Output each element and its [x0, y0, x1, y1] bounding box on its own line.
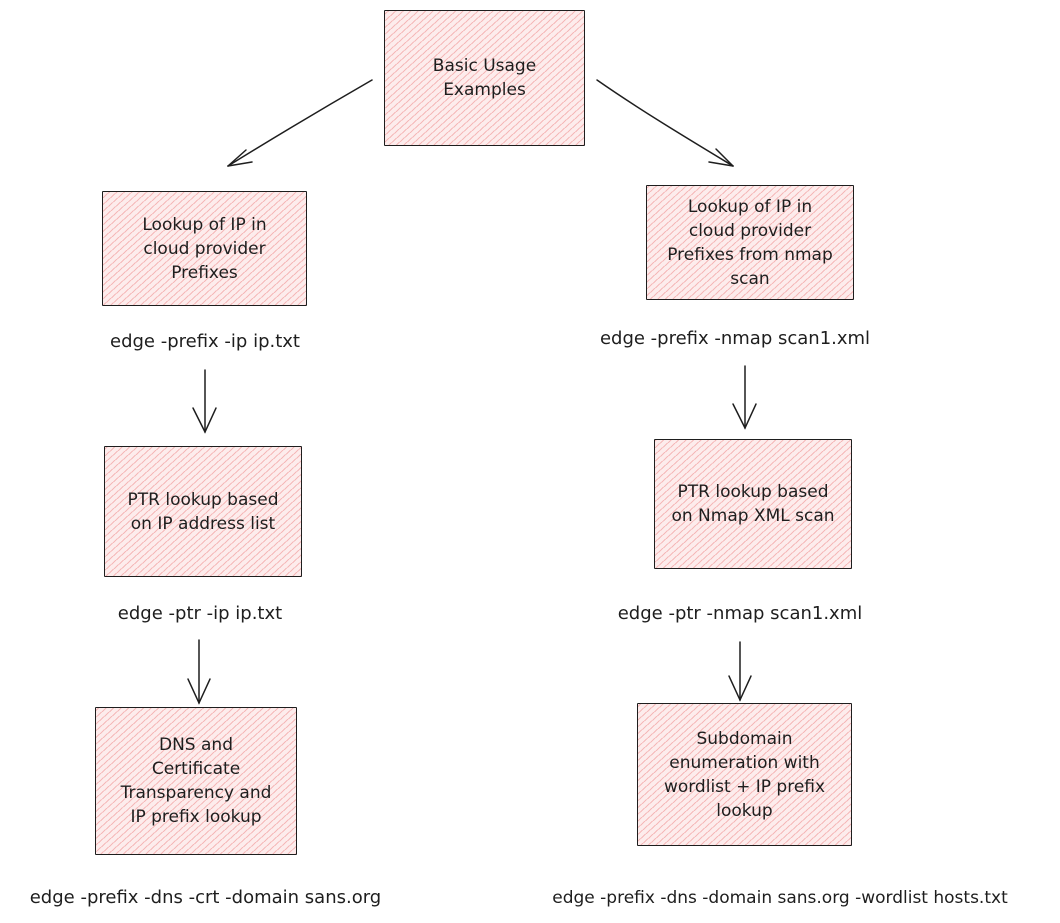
right-step-1-command: edge -prefix -nmap scan1.xml [599, 328, 871, 349]
left-step-1-command: edge -prefix -ip ip.txt [110, 331, 300, 352]
left-step-1-label: Lookup of IP in cloud provider Prefixes [142, 214, 267, 283]
right-step-1-box: Lookup of IP in cloud provider Prefixes … [646, 185, 854, 300]
arrow-right-2 [728, 641, 752, 702]
right-step-2-label: PTR lookup based on Nmap XML scan [671, 482, 835, 526]
arrow-root-to-right [596, 79, 734, 167]
arrow-right-1 [732, 365, 757, 430]
left-step-2-command: edge -ptr -ip ip.txt [117, 603, 283, 624]
right-step-3-command: edge -prefix -dns -domain sans.org -word… [552, 888, 1008, 908]
arrow-root-to-left [227, 79, 373, 167]
arrow-left-2 [187, 639, 211, 705]
arrow-left-1 [192, 369, 217, 434]
left-step-2-box: PTR lookup based on IP address list [104, 446, 302, 577]
right-step-2-command: edge -ptr -nmap scan1.xml [617, 603, 863, 624]
left-step-2-label: PTR lookup based on IP address list [127, 489, 279, 534]
right-step-1-label: Lookup of IP in cloud provider Prefixes … [667, 196, 833, 289]
left-step-1-box: Lookup of IP in cloud provider Prefixes [102, 191, 307, 306]
left-step-3-box: DNS and Certificate Transparency and IP … [95, 707, 297, 855]
right-step-2-box: PTR lookup based on Nmap XML scan [654, 439, 852, 569]
right-step-3-box: Subdomain enumeration with wordlist + IP… [637, 703, 852, 846]
right-step-3-label: Subdomain enumeration with wordlist + IP… [663, 728, 826, 821]
left-step-3-command: edge -prefix -dns -crt -domain sans.org [29, 887, 382, 908]
root-label: Basic Usage Examples [432, 56, 537, 100]
left-step-3-label: DNS and Certificate Transparency and IP … [120, 735, 272, 827]
root-box: Basic Usage Examples [384, 10, 585, 146]
